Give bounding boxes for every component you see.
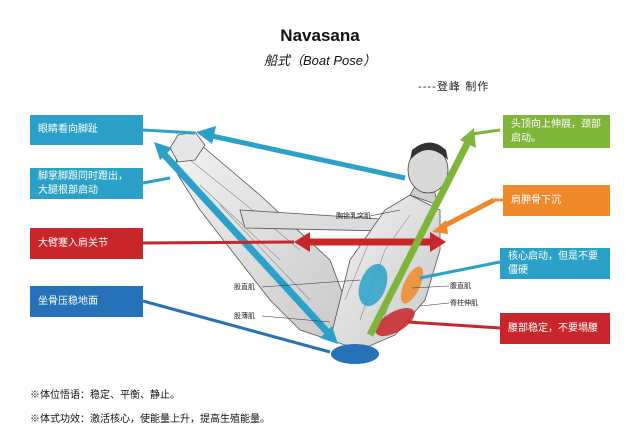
note-benefit: ※体式功效：激活核心，使能量上升，提高生殖能量。 xyxy=(30,414,270,425)
label-core-text: 核心启动，但是不要僵硬 xyxy=(508,250,598,276)
muscle-label-erector-spinae: 脊柱伸肌 xyxy=(450,299,478,307)
shoulder-arrow xyxy=(432,197,496,234)
note-mindset: ※体位悟语：稳定、平衡、静止。 xyxy=(30,390,180,401)
label-shoulder-blades: 肩胛骨下沉 xyxy=(503,185,610,216)
muscle-label-scm: 胸锁乳突肌 xyxy=(336,212,371,220)
abdominal-highlight xyxy=(358,263,388,307)
label-gaze-toes-text: 眼睛看向脚趾 xyxy=(38,124,98,135)
label-upper-arm-text: 大臂蹇入肩关节 xyxy=(38,237,108,249)
label-head-extend-text: 头顶向上伸展，颈部启动。 xyxy=(511,118,601,144)
credit-text: ----登峰 制作 xyxy=(418,80,490,93)
label-upper-arm: 大臂蹇入肩关节 xyxy=(30,228,143,259)
label-lumbar: 腰部稳定，不要塌腰 xyxy=(500,313,610,344)
label-lumbar-text: 腰部稳定，不要塌腰 xyxy=(508,322,598,334)
label-feet-push: 脚掌脚跟同时蹬出，大腿根部启动 xyxy=(30,168,143,199)
muscle-label-rectus-abdominis: 腹直肌 xyxy=(450,282,471,290)
muscle-label-quadriceps: 股直肌 xyxy=(234,283,255,291)
label-sit-bones-text: 坐骨压稳地面 xyxy=(38,295,98,307)
label-gaze-toes: 眼睛看向脚趾 xyxy=(30,115,143,145)
label-shoulder-blades-text: 肩胛骨下沉 xyxy=(511,194,561,206)
gaze-arrow xyxy=(196,126,406,181)
lumbar-highlight xyxy=(375,308,415,336)
label-feet-push-text: 脚掌脚跟同时蹬出，大腿根部启动 xyxy=(38,170,128,196)
label-sit-bones: 坐骨压稳地面 xyxy=(30,286,143,317)
label-head-extend: 头顶向上伸展，颈部启动。 xyxy=(503,115,610,148)
arm-arrow xyxy=(294,232,446,252)
page-subtitle: 船式（Boat Pose） xyxy=(264,53,376,68)
muscle-label-gracilis: 股薄肌 xyxy=(234,312,255,320)
sit-bone-highlight xyxy=(331,344,379,364)
core-highlight xyxy=(400,266,424,304)
page-title: Navasana xyxy=(280,26,360,45)
label-core: 核心启动，但是不要僵硬 xyxy=(500,248,610,279)
